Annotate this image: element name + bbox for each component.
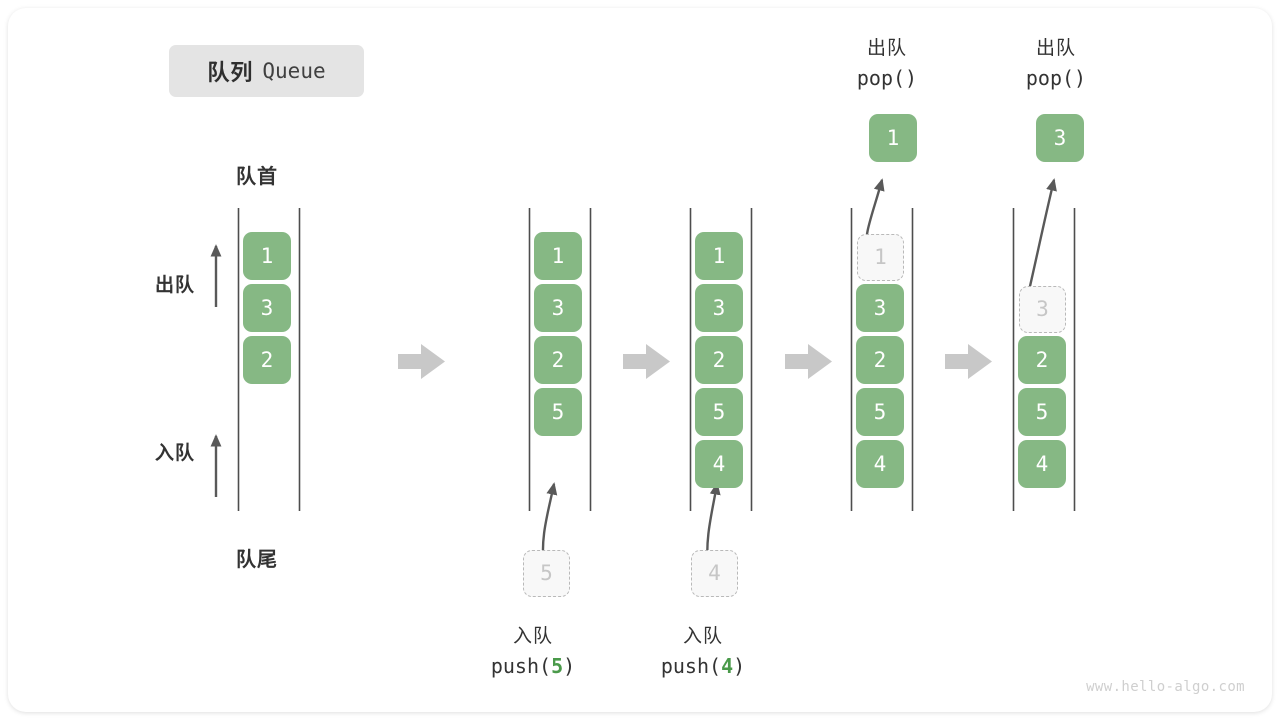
queue-cell: 2 xyxy=(1018,336,1066,384)
queue-cell: 2 xyxy=(534,336,582,384)
queue-cell: 3 xyxy=(856,284,904,332)
ghost-cell: 3 xyxy=(1019,286,1066,333)
rails xyxy=(237,208,1076,511)
push-caption-5: 入队 push(5) xyxy=(438,622,628,682)
caption-code: push(4) xyxy=(660,654,746,679)
title-en: Queue xyxy=(262,59,326,83)
step-arrow-icon xyxy=(623,344,670,379)
ghost-cell: 1 xyxy=(857,234,904,281)
queue-cell-new: 5 xyxy=(534,388,582,436)
caption-cn: 出队 xyxy=(866,38,907,59)
queue-cell: 4 xyxy=(1018,440,1066,488)
queue-cell: 2 xyxy=(695,336,743,384)
queue-cell: 4 xyxy=(856,440,904,488)
ghost-cell: 4 xyxy=(691,550,738,597)
step-arrow-icon xyxy=(945,344,992,379)
front-label: 队首 xyxy=(236,166,278,188)
pop-caption-1: 出队 pop() xyxy=(817,34,957,94)
popped-cell: 3 xyxy=(1036,114,1084,162)
caption-cn: 入队 xyxy=(512,626,553,647)
queue-cell: 1 xyxy=(695,232,743,280)
ghost-cell: 5 xyxy=(523,550,570,597)
caption-code: pop() xyxy=(1025,66,1087,91)
queue-cell-new: 4 xyxy=(695,440,743,488)
rear-label: 队尾 xyxy=(236,549,278,571)
popped-cell: 1 xyxy=(869,114,917,162)
title-cn: 队列 xyxy=(207,60,254,85)
queue-cell: 2 xyxy=(856,336,904,384)
push-caption-4: 入队 push(4) xyxy=(608,622,798,682)
pop-caption-3: 出队 pop() xyxy=(986,34,1126,94)
caption-cn: 入队 xyxy=(682,626,723,647)
title-badge: 队列 Queue xyxy=(169,45,364,97)
caption-code: push(5) xyxy=(490,654,576,679)
enqueue-label: 入队 xyxy=(155,443,196,464)
dequeue-label: 出队 xyxy=(155,275,196,296)
queue-cell: 5 xyxy=(856,388,904,436)
step-arrow-icon xyxy=(398,344,445,379)
queue-cell: 1 xyxy=(243,232,291,280)
step-separator-arrows xyxy=(398,344,992,379)
diagram-vectors xyxy=(210,178,1076,567)
diagram-canvas: 队列 Queue 队首 队尾 出队 入队 xyxy=(8,8,1272,712)
caption-code: pop() xyxy=(856,66,918,91)
queue-cell: 3 xyxy=(534,284,582,332)
queue-cell: 5 xyxy=(695,388,743,436)
queue-cell: 3 xyxy=(243,284,291,332)
queue-cell: 3 xyxy=(695,284,743,332)
queue-cell: 5 xyxy=(1018,388,1066,436)
queue-cell: 2 xyxy=(243,336,291,384)
watermark: www.hello-algo.com xyxy=(1086,679,1245,695)
queue-cell: 1 xyxy=(534,232,582,280)
caption-cn: 出队 xyxy=(1035,38,1076,59)
step-arrow-icon xyxy=(785,344,832,379)
